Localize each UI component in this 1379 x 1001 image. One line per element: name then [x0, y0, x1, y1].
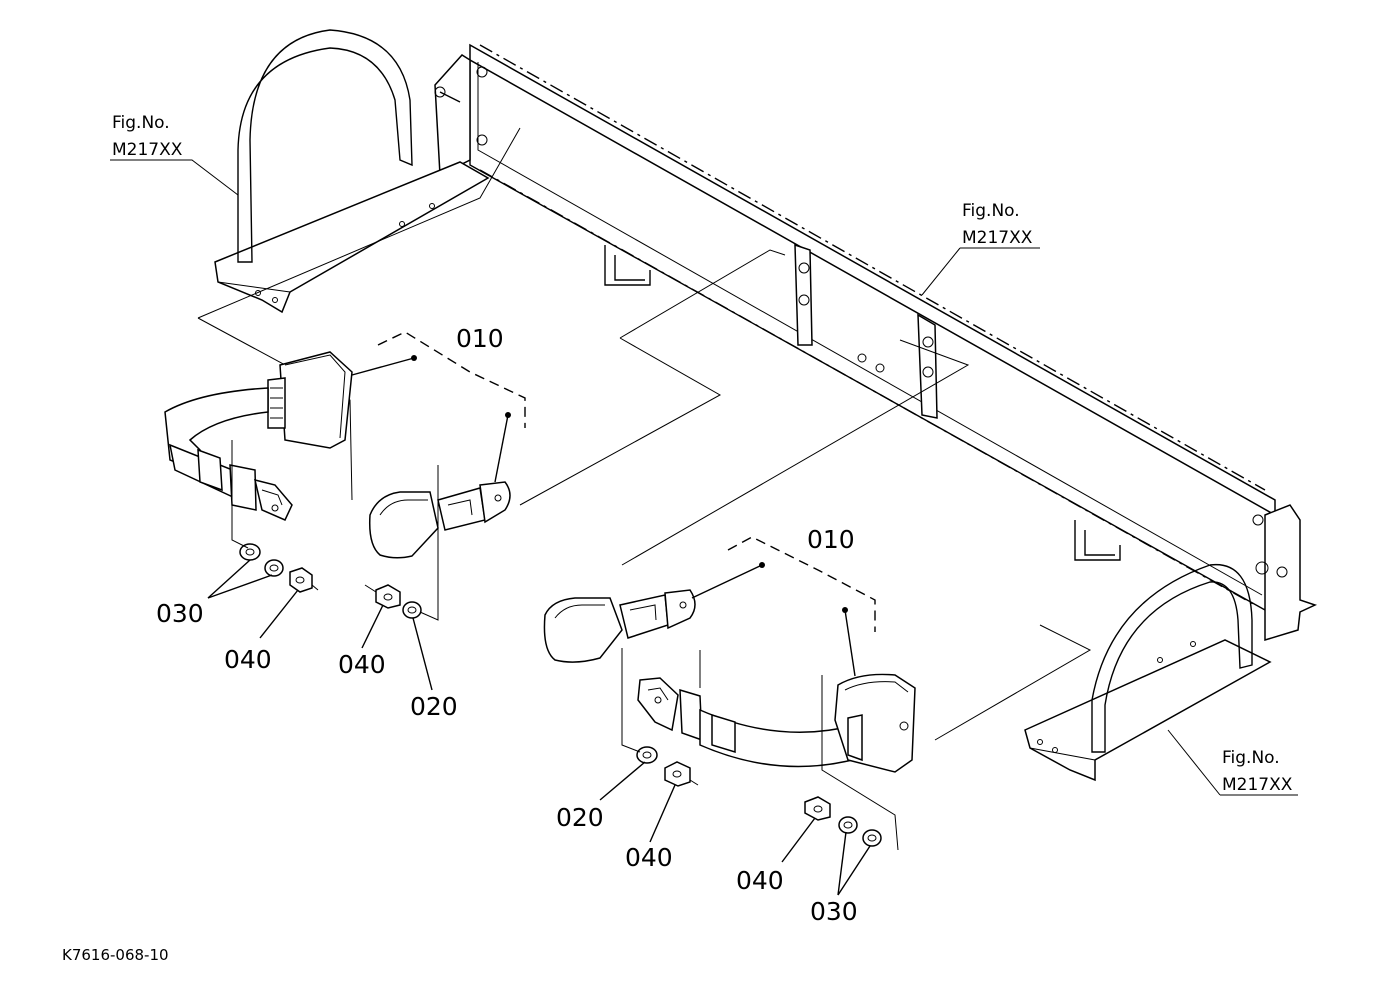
- callout-leaders: [207, 331, 876, 896]
- callout-030-right: 030: [810, 897, 858, 926]
- right-seat-belt-strap: [637, 677, 861, 768]
- ref-fig-number: M217XX: [1222, 775, 1293, 795]
- right-hardware: [621, 648, 899, 851]
- ref-fig-label: Fig.No.: [112, 113, 170, 133]
- callout-040-left-a: 040: [224, 645, 272, 674]
- left-hardware: [231, 440, 439, 621]
- callout-040-left-b: 040: [338, 650, 386, 679]
- callout-010-left: 010: [456, 324, 504, 353]
- ref-fig-number: M217XX: [962, 228, 1033, 248]
- reference-label-top-left: Fig.No. M217XX: [112, 113, 183, 160]
- right-seat-belt-retractor: [834, 673, 916, 773]
- reference-label-bottom-right: Fig.No. M217XX: [1222, 748, 1293, 795]
- left-seat-belt-strap: [168, 443, 293, 521]
- figure-code: K7616-068-10: [62, 946, 169, 964]
- seat-frame: [197, 29, 1318, 782]
- reference-label-center: Fig.No. M217XX: [962, 201, 1033, 248]
- right-seat-belt-buckle: [543, 589, 696, 663]
- left-seat-belt-buckle: [368, 481, 511, 559]
- callout-010-right: 010: [807, 525, 855, 554]
- ref-fig-label: Fig.No.: [962, 201, 1020, 221]
- ref-fig-label: Fig.No.: [1222, 748, 1280, 768]
- reference-leaders: [110, 159, 1298, 796]
- callout-040-right-a: 040: [625, 843, 673, 872]
- callout-040-right-b: 040: [736, 866, 784, 895]
- callout-030-left: 030: [156, 599, 204, 628]
- callout-020-left: 020: [410, 692, 458, 721]
- ref-fig-number: M217XX: [112, 140, 183, 160]
- callout-020-right: 020: [556, 803, 604, 832]
